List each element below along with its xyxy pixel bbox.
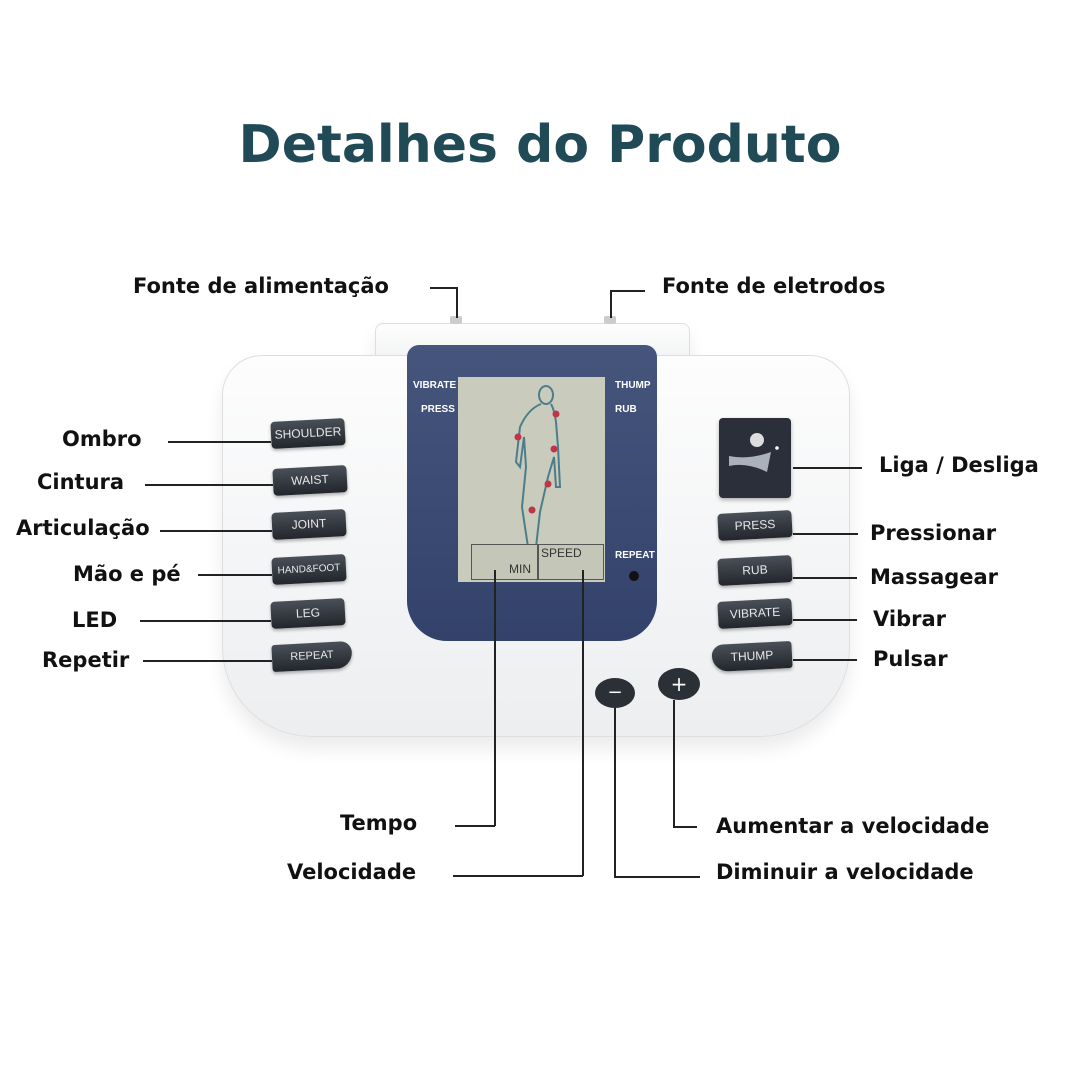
screen-label-vibrate: VIBRATE [413,380,457,391]
rub-button[interactable]: RUB [717,555,793,586]
power-icon [729,433,779,472]
label-increase-speed: Aumentar a velocidade [716,814,990,838]
label-power-toggle: Liga / Desliga [879,453,1039,477]
label-waist: Cintura [37,470,125,494]
label-thump: Pulsar [873,647,948,671]
thump-button[interactable]: THUMP [711,640,793,673]
waist-button[interactable]: WAIST [272,465,348,496]
label-time: Tempo [340,811,418,835]
leader-line [793,577,857,579]
leader-line [168,441,271,443]
joint-button[interactable]: JOINT [271,509,347,540]
leader-line [793,659,857,661]
label-press: Pressionar [870,521,997,545]
leader-line [610,290,645,292]
screen-label-thump: THUMP [615,380,651,391]
leader-line [455,825,495,827]
shoulder-button[interactable]: SHOULDER [270,418,346,449]
leader-line [453,875,583,877]
display-panel: VIBRATE PRESS THUMP RUB REPEAT MIN SPEED [407,345,657,641]
power-port [450,316,462,324]
screen-label-press: PRESS [421,404,455,415]
leader-line [140,620,271,622]
lcd-min: MIN [509,562,531,576]
repeat-button[interactable]: REPEAT [271,640,353,673]
repeat-indicator [629,571,639,581]
label-electrode-source: Fonte de eletrodos [662,274,886,298]
leg-button[interactable]: LEG [270,598,346,629]
leader-line [793,533,858,535]
leader-line [614,876,700,878]
lcd-speed: SPEED [541,546,582,560]
leader-line [793,467,862,469]
leader-line [143,660,272,662]
plus-button[interactable]: + [658,668,700,700]
leader-line [673,826,697,828]
electrode-port [604,316,616,324]
leader-line [198,574,272,576]
page-title: Detalhes do Produto [238,115,842,175]
leader-line [793,619,857,621]
label-speed: Velocidade [287,860,417,884]
screen-label-rub: RUB [615,404,637,415]
label-rub: Massagear [870,565,999,589]
leader-line [673,700,675,827]
label-power-source: Fonte de alimentação [133,274,389,298]
vibrate-button[interactable]: VIBRATE [717,598,793,629]
label-hand-foot: Mão e pé [73,562,181,586]
screen-label-repeat: REPEAT [615,550,655,561]
label-joint: Articulação [16,516,150,540]
label-shoulder: Ombro [62,427,142,451]
power-button[interactable] [719,418,791,498]
label-decrease-speed: Diminuir a velocidade [716,860,974,884]
label-led: LED [72,608,118,632]
leader-line [582,570,584,876]
leader-line [610,290,612,318]
minus-button[interactable]: − [595,678,635,708]
lcd-readout: MIN SPEED [471,544,604,580]
leader-line [160,530,272,532]
leader-line [614,708,616,877]
leader-line [494,570,496,826]
hand-foot-button[interactable]: HAND&FOOT [271,554,347,585]
leader-line [430,287,457,289]
press-button[interactable]: PRESS [717,510,793,541]
label-repeat: Repetir [42,648,130,672]
leader-line [145,484,273,486]
label-vibrate: Vibrar [873,607,946,631]
leader-line [456,287,458,318]
